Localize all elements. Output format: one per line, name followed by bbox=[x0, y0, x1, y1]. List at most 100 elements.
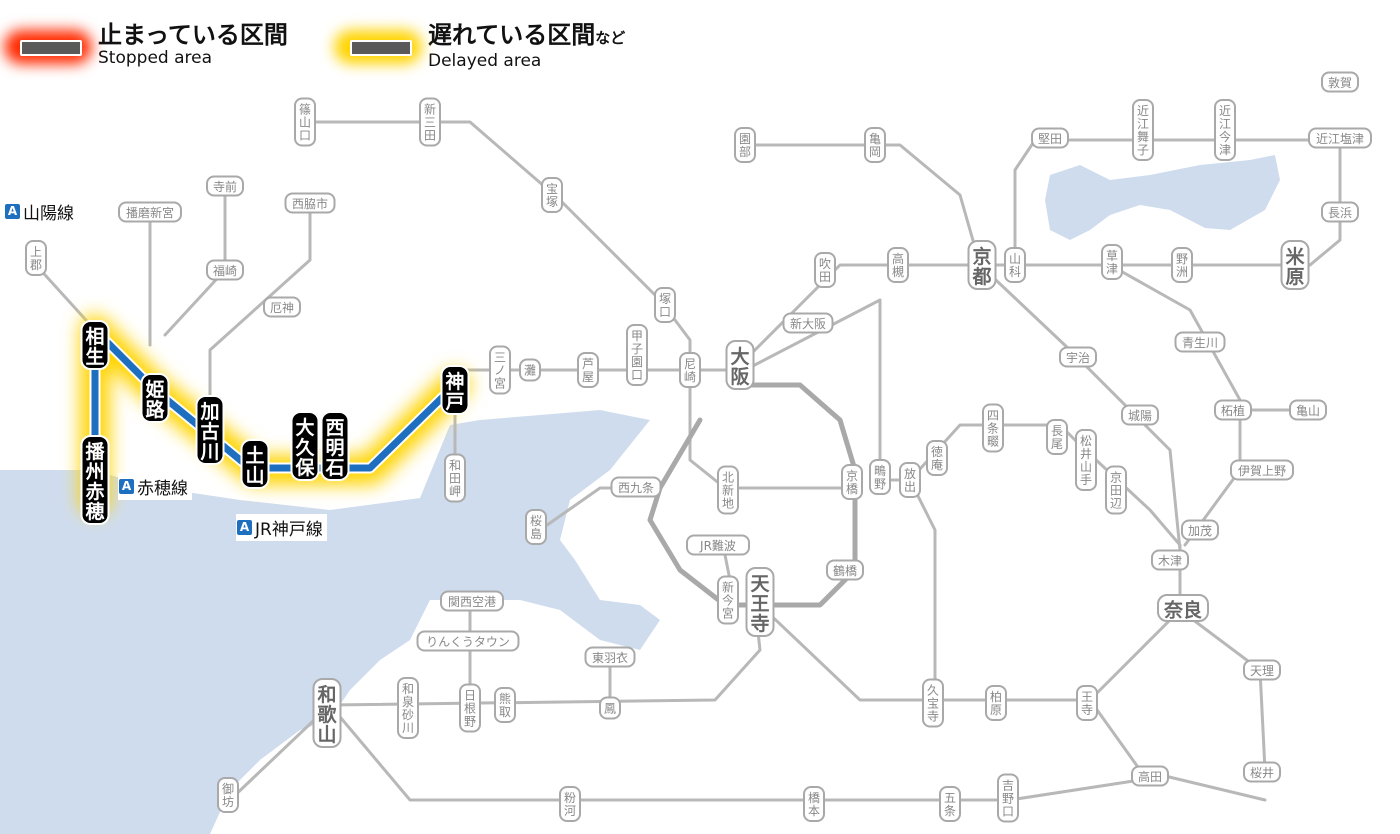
station-nishikujo[interactable]: 西九条 bbox=[610, 476, 662, 498]
station-marker bbox=[559, 786, 581, 822]
station-tokuan[interactable]: 徳庵 bbox=[926, 440, 948, 476]
station-sasayamaguchi[interactable]: 篠山口 bbox=[294, 97, 316, 147]
station-hashimoto[interactable]: 橋本 bbox=[803, 786, 825, 822]
station-otori[interactable]: 鳳 bbox=[599, 696, 621, 720]
station-takada[interactable]: 高田 bbox=[1131, 765, 1169, 787]
station-kizu[interactable]: 木津 bbox=[1151, 549, 1189, 571]
station-joyo[interactable]: 城陽 bbox=[1121, 404, 1159, 426]
station-katata[interactable]: 堅田 bbox=[1031, 127, 1069, 149]
station-kyobashi[interactable]: 京橋 bbox=[841, 464, 863, 500]
station-igaueno[interactable]: 伊賀上野 bbox=[1230, 459, 1294, 481]
station-yamashina[interactable]: 山科 bbox=[1004, 247, 1026, 283]
station-kamo[interactable]: 加茂 bbox=[1181, 519, 1219, 541]
station-label-char: 口 bbox=[631, 368, 643, 382]
line-tag-ako[interactable]: A 赤穂線 bbox=[118, 473, 192, 500]
station-gobo[interactable]: 御坊 bbox=[217, 777, 239, 813]
station-takarazuka[interactable]: 宝塚 bbox=[541, 177, 563, 213]
station-amagasaki[interactable]: 尼崎 bbox=[679, 352, 701, 388]
station-tsuge[interactable]: 柘植 bbox=[1214, 399, 1252, 421]
station-sakurajima[interactable]: 桜島 bbox=[525, 509, 547, 545]
station-tsuruga[interactable]: 敦賀 bbox=[1321, 71, 1359, 93]
station-tsurumi[interactable]: 鶴橋 bbox=[826, 559, 864, 581]
station-higashihagoromo[interactable]: 東羽衣 bbox=[584, 646, 636, 668]
station-kusatsu[interactable]: 草津 bbox=[1101, 244, 1123, 280]
station-kamigori[interactable]: 上郡 bbox=[25, 240, 47, 276]
station-yasu[interactable]: 野洲 bbox=[1171, 247, 1193, 283]
station-nagahama[interactable]: 長浜 bbox=[1321, 201, 1359, 223]
station-gojo[interactable]: 五条 bbox=[939, 786, 961, 822]
station-kyuhoji[interactable]: 久宝寺 bbox=[922, 678, 944, 728]
station-kobe[interactable]: 神戸 bbox=[440, 365, 470, 415]
station-shigino[interactable]: 鴫野 bbox=[869, 459, 891, 495]
station-nada[interactable]: 灘 bbox=[519, 358, 541, 382]
station-kameoka[interactable]: 亀岡 bbox=[864, 127, 886, 163]
station-yoshinoguchi[interactable]: 吉野口 bbox=[997, 773, 1019, 823]
station-himeji[interactable]: 姫路 bbox=[140, 373, 170, 423]
station-kokawa[interactable]: 粉河 bbox=[559, 786, 581, 822]
station-marker bbox=[1059, 346, 1097, 368]
line-tag-sanyo[interactable]: A 山陽線 bbox=[4, 198, 78, 225]
station-aoyama[interactable]: 青生川 bbox=[1174, 331, 1226, 353]
station-tennoji[interactable]: 天王寺 bbox=[745, 567, 775, 637]
station-hineno[interactable]: 日根野 bbox=[459, 683, 481, 733]
station-shinosaka[interactable]: 新大阪 bbox=[782, 312, 834, 334]
station-nagao[interactable]: 長尾 bbox=[1046, 419, 1068, 455]
station-kansaiairport[interactable]: 関西空港 bbox=[440, 590, 504, 612]
station-wakayama[interactable]: 和歌山 bbox=[312, 678, 342, 748]
station-tenri[interactable]: 天理 bbox=[1243, 659, 1281, 681]
station-kashiwara[interactable]: 柏原 bbox=[985, 685, 1007, 721]
station-sonobe[interactable]: 園部 bbox=[734, 127, 756, 163]
station-oji[interactable]: 王寺 bbox=[1076, 685, 1098, 721]
station-marker bbox=[1214, 399, 1252, 421]
station-maibara[interactable]: 米原 bbox=[1280, 240, 1310, 290]
station-label-char: 甲 bbox=[631, 329, 643, 343]
station-kakogawa[interactable]: 加古川 bbox=[195, 395, 225, 465]
station-wadamisaki[interactable]: 和田岬 bbox=[444, 453, 466, 503]
line-tag-kobe[interactable]: A JR神戸線 bbox=[236, 514, 327, 541]
station-kameyama[interactable]: 亀山 bbox=[1289, 399, 1327, 421]
station-rinkutown[interactable]: りんくうタウン bbox=[416, 630, 520, 652]
station-label: 青生川 bbox=[1182, 336, 1218, 350]
station-nishiwakishi[interactable]: 西脇市 bbox=[284, 192, 336, 214]
station-kitashinchi[interactable]: 北新地 bbox=[717, 465, 739, 515]
station-nara[interactable]: 奈良 bbox=[1157, 594, 1209, 622]
station-label-char: 京 bbox=[972, 245, 991, 268]
station-tsukaguchi[interactable]: 塚口 bbox=[654, 287, 676, 323]
station-takatsuki[interactable]: 高槻 bbox=[887, 247, 909, 283]
station-fukusaki[interactable]: 福崎 bbox=[206, 259, 244, 281]
station-label-char: 土 bbox=[245, 445, 264, 467]
station-marker bbox=[444, 453, 466, 503]
station-kyotanabe[interactable]: 京田辺 bbox=[1105, 465, 1127, 515]
station-marker bbox=[899, 462, 921, 498]
station-shinimamiya[interactable]: 新今宮 bbox=[717, 575, 739, 625]
station-ashiya[interactable]: 芦屋 bbox=[577, 352, 599, 388]
station-marker bbox=[25, 240, 47, 276]
station-hanaten[interactable]: 放出 bbox=[899, 462, 921, 498]
station-harimashingu[interactable]: 播磨新宮 bbox=[118, 201, 182, 223]
station-suita[interactable]: 吹田 bbox=[814, 252, 836, 288]
station-omishiotsu[interactable]: 近江塩津 bbox=[1308, 127, 1372, 149]
station-uji[interactable]: 宇治 bbox=[1059, 346, 1097, 368]
station-okubo[interactable]: 大久保 bbox=[290, 411, 320, 481]
station-nishiakashi[interactable]: 西明石 bbox=[320, 411, 350, 481]
station-marker bbox=[1075, 429, 1097, 491]
station-yakujin[interactable]: 厄神 bbox=[263, 296, 301, 318]
station-teramae[interactable]: 寺前 bbox=[206, 175, 244, 197]
station-aioi[interactable]: 相生 bbox=[80, 320, 110, 370]
station-sakurai[interactable]: 桜井 bbox=[1243, 761, 1281, 783]
station-shijonawate[interactable]: 四条畷 bbox=[982, 403, 1004, 453]
station-marker bbox=[1101, 244, 1123, 280]
station-kumatori[interactable]: 熊取 bbox=[494, 687, 516, 723]
station-kyoto[interactable]: 京都 bbox=[967, 240, 997, 290]
station-sannomiya[interactable]: 三ノ宮 bbox=[489, 345, 511, 395]
station-shinsanda[interactable]: 新三田 bbox=[419, 97, 441, 147]
station-osaka[interactable]: 大阪 bbox=[725, 340, 755, 390]
station-tsuchiyama[interactable]: 土山 bbox=[240, 439, 270, 489]
station-jrnamba[interactable]: JR難波 bbox=[686, 534, 750, 556]
